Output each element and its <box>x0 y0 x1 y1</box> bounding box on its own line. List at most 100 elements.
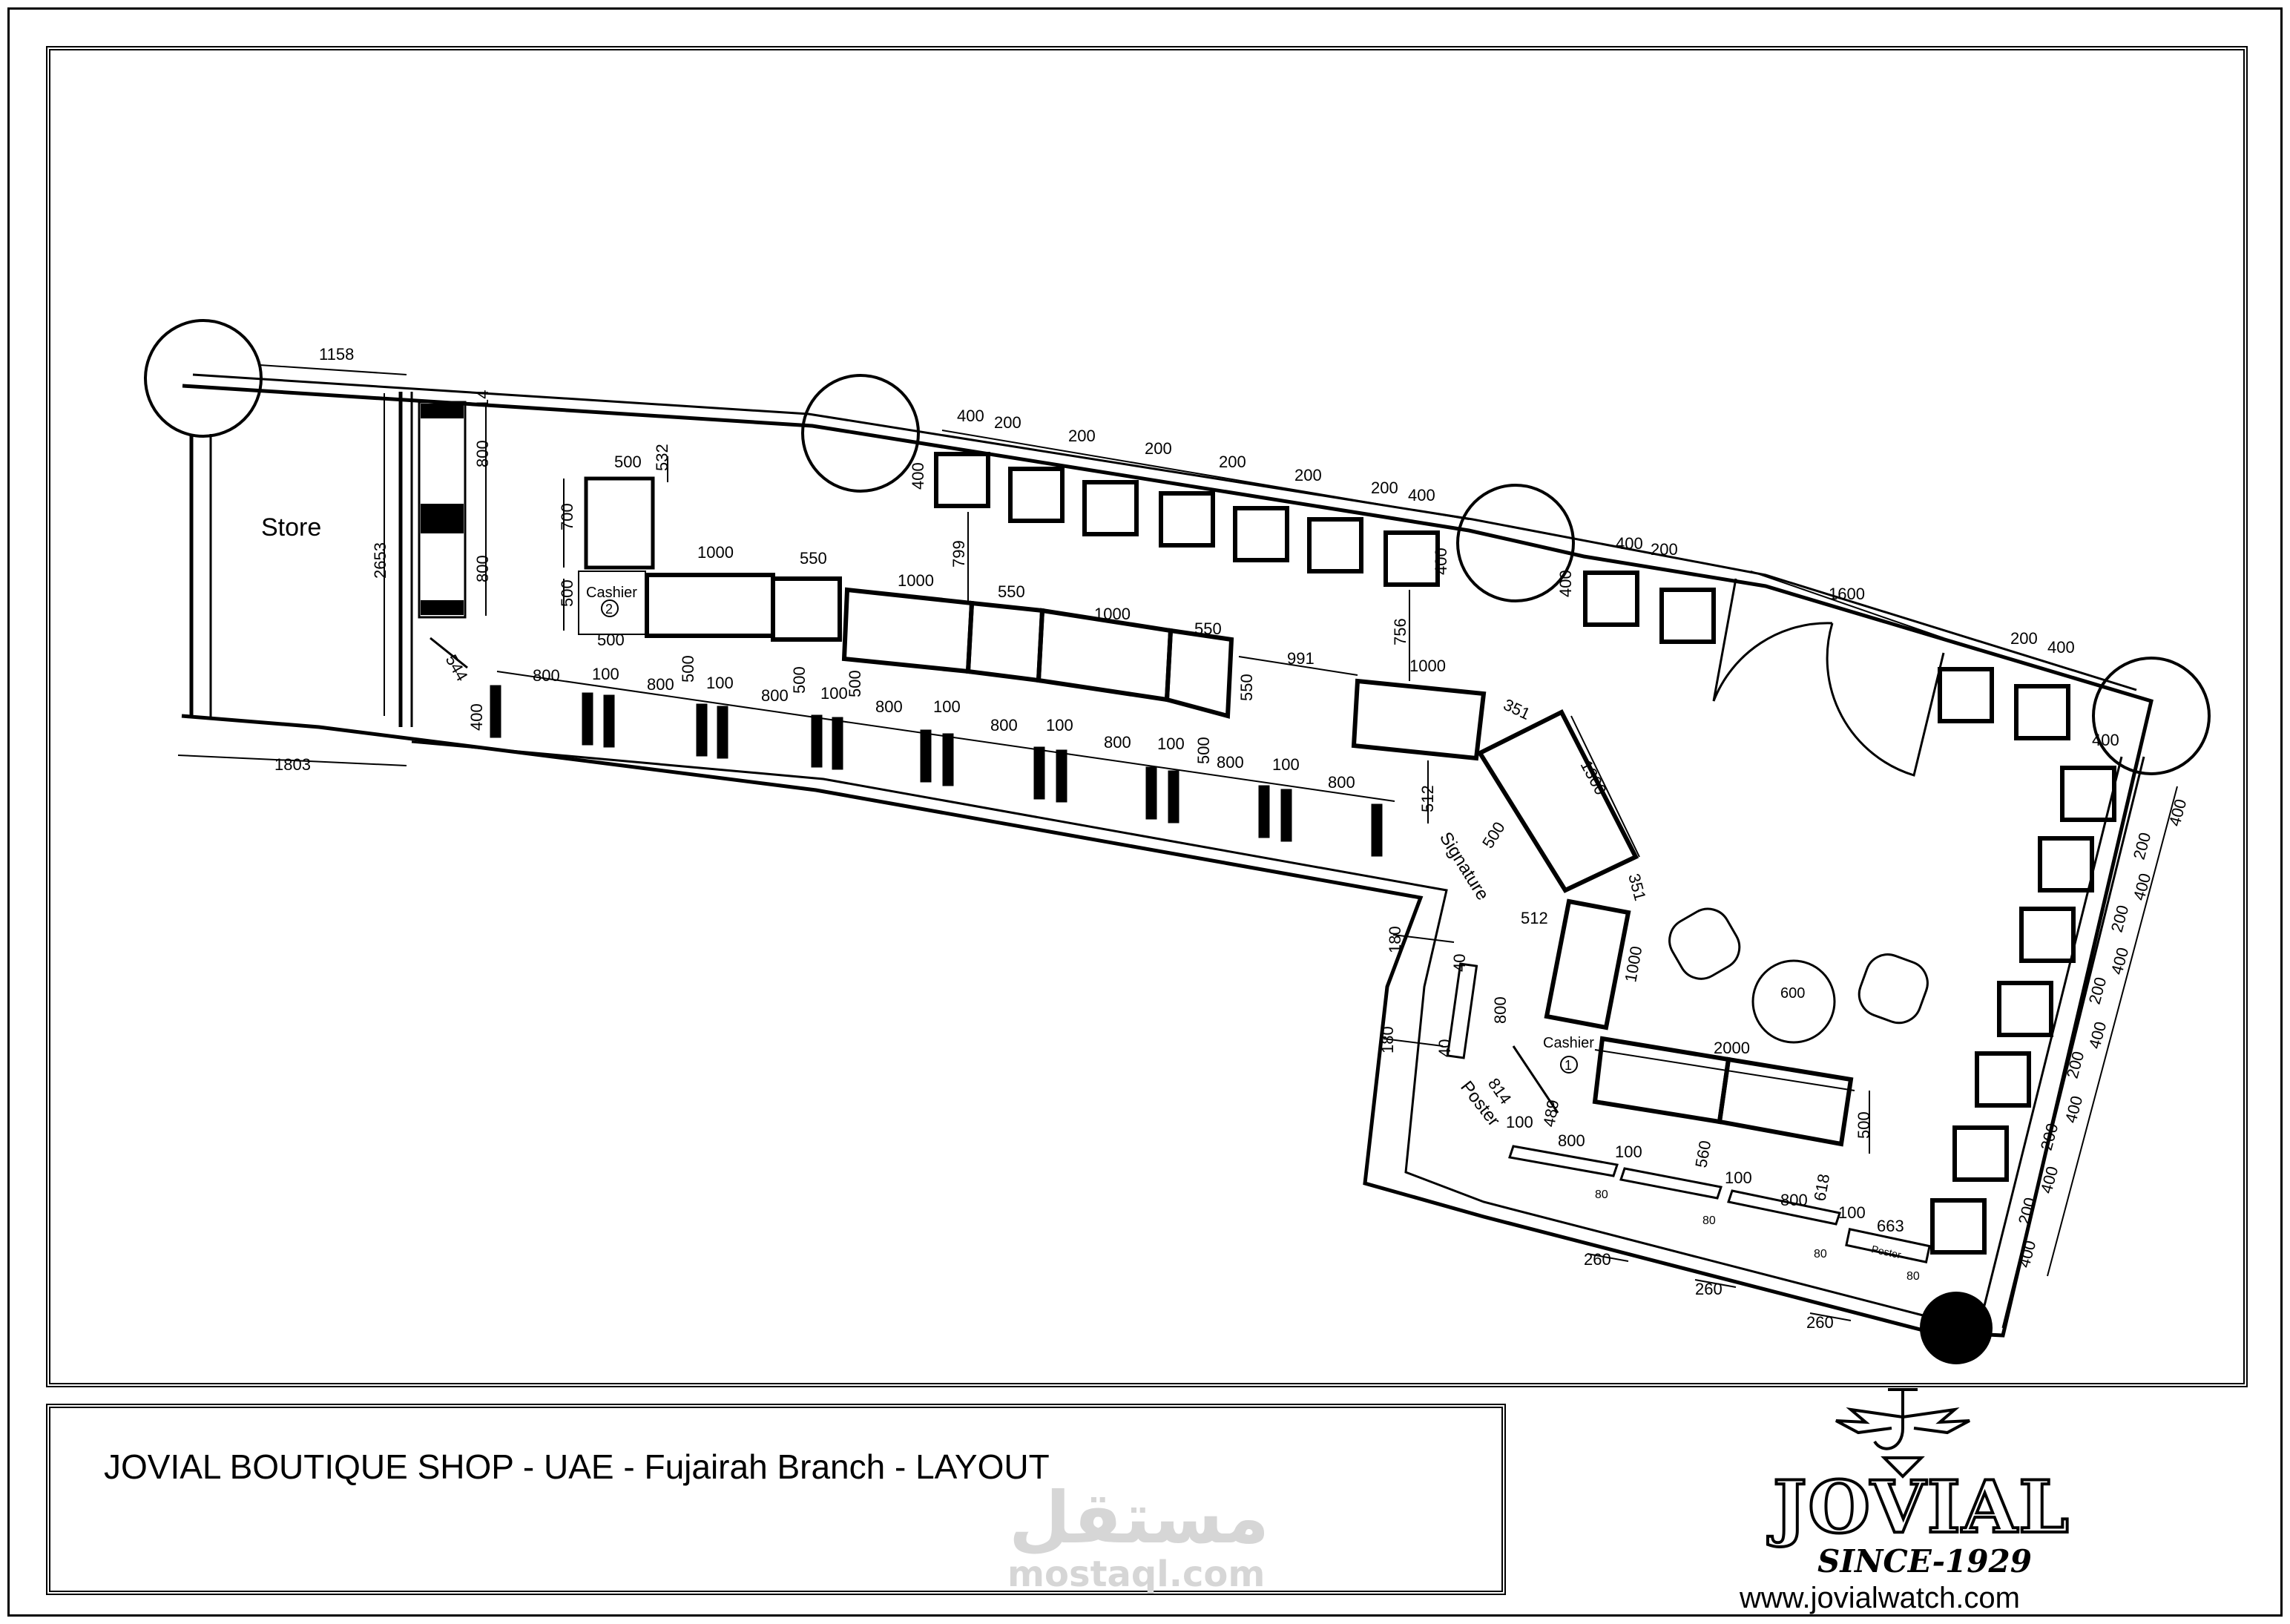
entrance-door-right <box>1826 622 1945 777</box>
lounge-chair-1 <box>1668 907 1741 980</box>
cashier-2-label: Cashier <box>586 585 637 601</box>
dim-200-right-4: 200 <box>2063 1049 2088 1080</box>
dim-14: 14 <box>473 390 492 408</box>
dim-200-top-2: 200 <box>1068 427 1096 445</box>
cashier-1-label: Cashier <box>1543 1035 1594 1051</box>
dim-351-top: 351 <box>1501 695 1533 723</box>
dim-1000-counter-5: 1000 <box>1094 605 1131 623</box>
dim-200-right-1: 200 <box>2130 830 2155 861</box>
dim-1000-island-3: 1000 <box>1621 944 1645 984</box>
drawing-frame <box>46 46 2248 1387</box>
counter-island-1 <box>1351 678 1487 761</box>
dim-512-mid: 512 <box>1521 909 1548 927</box>
dim-200-top-3: 200 <box>1145 439 1172 458</box>
jovial-emblem-icon <box>1835 1388 1970 1479</box>
dim-700: 700 <box>558 503 576 530</box>
inner-wall-bottom <box>411 740 1929 1318</box>
dim-40-2: 40 <box>1435 1039 1454 1057</box>
store-shelf-hatch-4 <box>421 600 464 615</box>
dim-1000-counter-1: 1000 <box>697 543 734 562</box>
dim-40-1: 40 <box>1450 954 1469 972</box>
dim-100-shelf-6: 100 <box>1157 734 1185 753</box>
brand-wordmark: JOVIAL <box>1771 1464 2070 1551</box>
lounge-chair-2 <box>1858 953 1929 1025</box>
outer-wall <box>181 384 2154 1338</box>
dim-200-top-1: 200 <box>994 413 1021 432</box>
cashier-2-number: 2 <box>605 602 613 617</box>
column-1 <box>144 319 263 438</box>
dim-800-window-2: 800 <box>1780 1191 1808 1209</box>
cashier-2-box <box>584 476 655 570</box>
dim-1600: 1600 <box>1829 585 1865 603</box>
dim-618: 618 <box>1810 1172 1833 1203</box>
signature-panel <box>1446 962 1478 1059</box>
dim-400-top-side: 400 <box>909 462 927 490</box>
dim-991: 991 <box>1287 649 1315 668</box>
column-2 <box>801 374 920 493</box>
dim-400-top-2: 400 <box>1408 486 1435 504</box>
dim-550-side: 550 <box>1237 674 1256 701</box>
dim-800-shelf-5: 800 <box>990 716 1018 734</box>
dim-400-top-1: 400 <box>957 407 984 425</box>
counter-1 <box>645 573 775 638</box>
cashier-1-marker <box>1560 1056 1578 1074</box>
dim-180-bottom: 180 <box>1378 1026 1397 1053</box>
dim-800-shelf-3: 800 <box>761 686 789 705</box>
dim-260-3: 260 <box>1806 1313 1834 1332</box>
dim-400-top-side-3: 400 <box>1556 570 1575 597</box>
dim-2000: 2000 <box>1714 1039 1750 1057</box>
dim-800-shelf-6: 800 <box>1104 733 1131 752</box>
brand-since: SINCE-1929 <box>1817 1543 2032 1579</box>
lounge-table <box>1751 959 1836 1044</box>
dim-100-window-3: 100 <box>1838 1203 1866 1222</box>
dim-200-top-4: 200 <box>1219 453 1246 471</box>
dim-100-shelf-5: 100 <box>1046 716 1073 734</box>
dim-100-shelf-2: 100 <box>706 674 734 692</box>
brand-url: www.jovialwatch.com <box>1740 1582 2020 1614</box>
dim-500-cashier-1: 500 <box>1855 1111 1873 1139</box>
dim-663: 663 <box>1877 1217 1904 1235</box>
dim-180-top: 180 <box>1386 926 1404 953</box>
entrance-door-left <box>1712 578 1833 702</box>
dim-200-right-6: 200 <box>2015 1195 2040 1226</box>
dim-1000-island: 1000 <box>1409 657 1446 675</box>
store-label: Store <box>261 513 321 542</box>
store-shelf-hatch-2 <box>421 504 464 519</box>
dim-351-bottom: 351 <box>1625 872 1650 903</box>
dim-500-cashier-bottom: 500 <box>597 631 625 649</box>
wall-display-top <box>934 452 2070 740</box>
dim-400-top-3: 400 <box>1616 534 1643 553</box>
counter-3 <box>841 587 975 674</box>
column-4 <box>2092 657 2211 775</box>
dim-80-1: 80 <box>1595 1189 1608 1201</box>
window-shelf-row <box>1508 1145 1841 1226</box>
dim-800-store-2: 800 <box>473 555 492 582</box>
dim-100-shelf-3: 100 <box>820 684 848 703</box>
counter-island-3 <box>1544 898 1631 1030</box>
column-5-filled <box>1920 1292 1993 1364</box>
dim-400-top-side-2: 400 <box>1432 548 1450 575</box>
poster-panel-small <box>1845 1228 1931 1263</box>
dim-100-window-1: 100 <box>1615 1143 1642 1161</box>
dim-500-shelf-4: 500 <box>1194 737 1213 764</box>
dim-200-top-5: 200 <box>1294 466 1322 484</box>
counter-5 <box>1036 608 1174 703</box>
dim-550-counter-4: 550 <box>998 582 1025 601</box>
cashier-2-marker <box>601 599 619 617</box>
wall-display-right <box>1930 766 2116 1255</box>
watermark-arabic: مستقل <box>1009 1476 1270 1559</box>
dim-1803: 1803 <box>274 755 311 774</box>
dim-800-shelf-4: 800 <box>875 697 903 716</box>
counter-4 <box>965 600 1045 683</box>
store-shelf-hatch-1 <box>421 404 464 418</box>
dim-800-shelf-1: 800 <box>533 666 560 685</box>
store-shelf-hatch-3 <box>421 519 464 533</box>
dim-500-shelf-2: 500 <box>790 666 809 694</box>
dim-80-4: 80 <box>1906 1270 1920 1283</box>
column-3 <box>1456 484 1575 602</box>
dim-400-top-4: 400 <box>2047 638 2075 657</box>
store-door <box>430 637 468 669</box>
dim-500-signature: 500 <box>1478 818 1509 851</box>
inner-wall <box>192 373 2137 691</box>
wall-shelf-row <box>490 685 1383 857</box>
